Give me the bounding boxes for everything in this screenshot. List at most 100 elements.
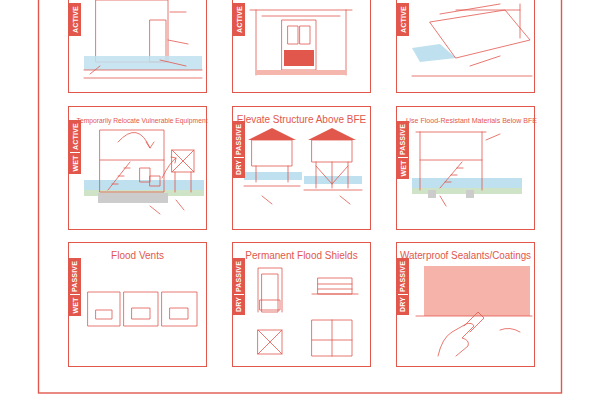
levee-illustration [412, 4, 532, 76]
footing [98, 193, 168, 203]
door-frame [258, 268, 282, 312]
flood-shield-illustration [258, 268, 358, 356]
building-frame [100, 130, 164, 192]
category-tag: PASSIVE DRY [397, 258, 409, 315]
technique-panel: Use Flood-Resistant Materials Below BFEP… [396, 106, 535, 230]
shield-panel [258, 330, 282, 354]
tag-slot: DRY [233, 160, 245, 175]
tag-word: ACTIVE [236, 6, 243, 33]
tag-word: DRY [400, 297, 407, 312]
flood-water [412, 44, 456, 62]
door-pane [300, 26, 310, 44]
shield-detail [312, 284, 358, 294]
leader-line [150, 200, 184, 214]
tag-slot: ACTIVE [69, 123, 81, 150]
flood-shield [260, 300, 280, 310]
door [150, 20, 166, 62]
panel-title: Temporarily Relocate Vulnerable Equipmen… [77, 117, 208, 126]
tag-slot: PASSIVE [397, 124, 409, 155]
tag-slot: ACTIVE [69, 6, 81, 33]
tag-slot: DRY [397, 297, 409, 312]
door-opening [282, 20, 316, 70]
category-tag: PASSIVE WET [397, 121, 409, 179]
hand [438, 323, 474, 356]
tag-slot: WET [397, 160, 409, 176]
panel-title: Elevate Structure Above BFE [237, 114, 367, 126]
flood-vent [170, 308, 188, 319]
post-foundation [304, 162, 362, 190]
house-wall [252, 140, 292, 166]
technique-panel: Waterproof Sealants/CoatingsPASSIVE DRY [396, 242, 535, 367]
dimension-line [412, 4, 532, 76]
tag-word: ACTIVE [72, 6, 79, 33]
tag-word: WET [400, 160, 407, 176]
double-door [312, 320, 352, 356]
category-tag: ACTIVE [233, 3, 245, 36]
panel-heading: Elevate Structure Above BFE [233, 109, 370, 127]
relocation-arrow [162, 157, 176, 178]
tag-word: DRY [236, 160, 243, 175]
flood-vent [96, 310, 112, 319]
panel-title: Waterproof Sealants/Coatings [400, 250, 531, 262]
footing [466, 190, 474, 198]
sandbag-levee [430, 10, 530, 58]
house-outline [250, 10, 352, 75]
category-tag: PASSIVE DRY [233, 121, 245, 178]
floor-base [256, 70, 346, 75]
technique-panel: ACTIVE [396, 0, 535, 93]
platform-legs [172, 150, 194, 192]
relocate-equipment-illustration [84, 130, 204, 214]
panel-title: Permanent Flood Shields [245, 250, 357, 262]
siding-wall [96, 0, 168, 62]
poster-frame [39, 0, 562, 393]
sketch-line [500, 328, 520, 332]
tag-word: WET [72, 155, 79, 171]
tag-divider [234, 157, 244, 158]
tag-word: PASSIVE [236, 124, 243, 155]
relocation-arrow [118, 132, 154, 148]
house-wall [312, 140, 352, 162]
shield-panel [318, 278, 352, 294]
footing [428, 190, 436, 198]
category-tag: ACTIVE [397, 3, 409, 36]
coated-wall [424, 266, 530, 316]
stilt [244, 166, 300, 186]
category-tag: PASSIVE DRY [233, 258, 245, 315]
tag-word: DRY [236, 297, 243, 312]
leader-line [90, 12, 188, 74]
flood-vent [132, 308, 150, 319]
flood-resistant-illustration [412, 132, 522, 206]
panel-title: Use Flood-Resistant Materials Below BFE [406, 116, 537, 125]
brick-wall [124, 292, 158, 326]
category-tag: ACTIVE WET [69, 120, 81, 174]
stair [440, 162, 463, 188]
tag-word: ACTIVE [400, 6, 407, 33]
flood-water [412, 178, 522, 188]
category-tag: ACTIVE [69, 3, 81, 36]
technique-panel: ACTIVE [232, 0, 371, 93]
door [262, 274, 278, 312]
brick-wall [88, 292, 120, 326]
brush [464, 312, 484, 332]
tag-divider [70, 152, 80, 153]
door-detail [312, 320, 352, 356]
tag-slot: PASSIVE [69, 261, 81, 292]
technique-panel: ACTIVE [68, 0, 207, 93]
leader-line [262, 196, 350, 204]
sealant-illustration [416, 266, 532, 356]
stair [100, 160, 164, 190]
tag-slot: PASSIVE [233, 261, 245, 292]
technique-panel: Elevate Structure Above BFEPASSIVE DRY [232, 106, 371, 230]
category-tag: PASSIVE WET [69, 258, 81, 316]
tag-word: PASSIVE [236, 261, 243, 292]
tag-word: ACTIVE [72, 123, 79, 150]
tag-slot: DRY [233, 297, 245, 312]
roof [248, 128, 296, 140]
tag-divider [398, 157, 408, 158]
tag-slot: WET [69, 297, 81, 313]
door-pane [288, 26, 298, 44]
tag-slot: PASSIVE [397, 261, 409, 292]
